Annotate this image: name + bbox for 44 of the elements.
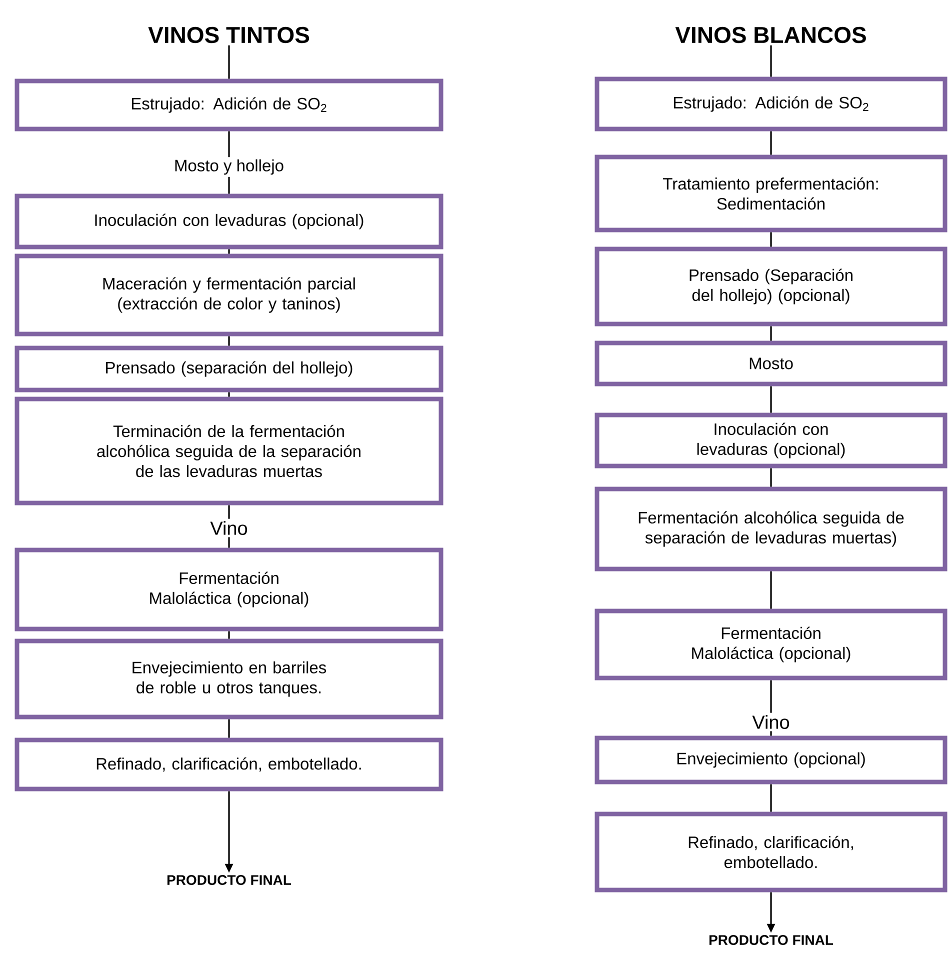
stage-label: Vino	[752, 715, 790, 729]
connector-line	[228, 336, 230, 346]
connector-line	[770, 131, 772, 155]
process-box: Inoculación con levaduras (opcional)	[594, 412, 948, 468]
connector-line	[770, 232, 772, 247]
connector-line	[770, 680, 772, 713]
end-label: PRODUCTO FINAL	[709, 935, 834, 945]
column-title: VINOS TINTOS	[148, 26, 310, 44]
process-box: Mosto	[594, 340, 948, 386]
process-box: Refinado, clarificación, embotellado.	[594, 812, 948, 892]
process-box: Envejecimiento (opcional)	[594, 736, 948, 784]
connector-line	[770, 731, 772, 736]
connector-line	[770, 784, 772, 812]
end-label: PRODUCTO FINAL	[167, 875, 292, 885]
stage-label: Vino	[210, 521, 248, 535]
connector-line	[770, 386, 772, 413]
connector-line	[228, 176, 230, 194]
connector-line	[228, 131, 230, 158]
process-box: Estrujado: Adición de SO$_{2}$	[594, 76, 948, 132]
process-box: Tratamiento prefermentación: Sedimentación	[594, 154, 948, 232]
connector-line	[228, 249, 230, 254]
process-box: Fermentación Maloláctica (opcional)	[14, 548, 444, 632]
process-box: Refinado, clarificación, embotellado.	[14, 738, 444, 792]
process-box: Maceración y fermentación parcial (extracción de color y taninos)	[14, 254, 444, 336]
process-box: Fermentación Maloláctica (opcional)	[594, 608, 948, 680]
connector-line	[228, 505, 230, 519]
connector-line	[228, 392, 230, 397]
process-box: Fermentación alcohólica seguida de separación de levaduras muertas)	[594, 486, 948, 572]
process-box: Estrujado: Adición de SO$_{2}$	[14, 78, 444, 132]
connector-line	[228, 631, 230, 639]
process-box: Prensado (Separación del hollejo) (opcional)	[594, 246, 948, 326]
connector-line	[228, 45, 230, 79]
process-box: Terminación de la fermentación alcohólica seguida de la separación de las levaduras muertas	[14, 396, 444, 506]
process-box: Inoculación con levaduras (opcional)	[14, 194, 444, 250]
connector-line	[770, 468, 772, 487]
connector-line	[228, 537, 230, 548]
column-title: VINOS BLANCOS	[675, 26, 866, 44]
connector-line	[770, 326, 772, 341]
connector-line	[770, 45, 772, 77]
connector-line	[228, 719, 230, 738]
connector-line	[770, 571, 772, 609]
process-box: Envejecimiento en barriles de roble u otros tanques.	[14, 638, 444, 720]
stage-label: Mosto y hollejo	[175, 159, 284, 175]
process-box: Prensado (separación del hollejo)	[14, 346, 444, 392]
